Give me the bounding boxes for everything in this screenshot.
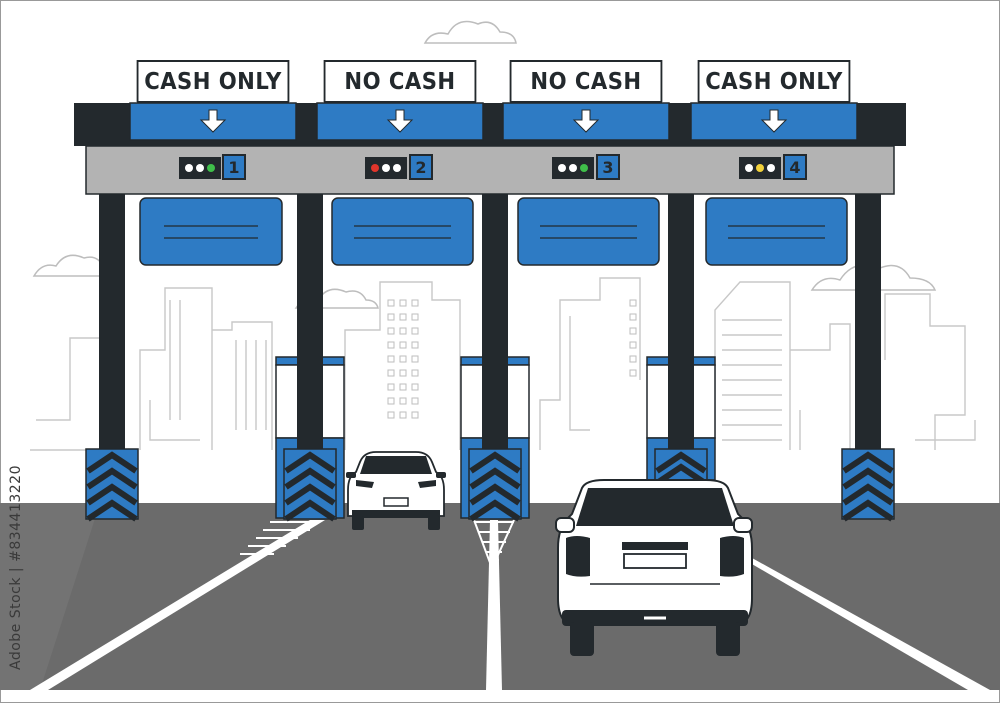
signal-lamp <box>580 164 588 172</box>
island-stripes-center <box>473 519 515 571</box>
building-windows <box>387 299 637 419</box>
island-stripes-left <box>240 521 320 555</box>
car-large <box>555 479 753 656</box>
signal-lamp <box>745 164 753 172</box>
down-arrow-icon <box>760 109 788 133</box>
signal-lamp <box>393 164 401 172</box>
signal-lamp <box>558 164 566 172</box>
down-arrow-icon <box>572 109 600 133</box>
down-arrow-icon <box>386 109 414 133</box>
lane-3-sign: NO CASH <box>509 60 663 103</box>
lane-4-number: 4 <box>783 154 807 180</box>
city-skyline <box>30 277 976 451</box>
overhead-panels <box>139 197 848 266</box>
lane-2-sign: NO CASH <box>323 60 477 103</box>
stock-watermark: Adobe Stock | #834413220 <box>8 465 24 670</box>
lane-3-number: 3 <box>596 154 620 180</box>
arrow-panels <box>129 102 858 141</box>
cloud-top <box>423 20 517 44</box>
signal-lamp <box>371 164 379 172</box>
traffic-lights <box>179 157 781 179</box>
lane-1-number: 1 <box>222 154 246 180</box>
lane-4-sign: CASH ONLY <box>697 60 851 103</box>
lane-2-number: 2 <box>409 154 433 180</box>
signal-lamp <box>756 164 764 172</box>
signal-lamp <box>382 164 390 172</box>
car-small <box>346 451 446 530</box>
lane-1-sign: CASH ONLY <box>136 60 290 103</box>
lane-markings <box>30 520 990 690</box>
signal-lamp <box>207 164 215 172</box>
pillar-bases <box>85 448 895 522</box>
signal-lamp <box>196 164 204 172</box>
signal-lamp <box>767 164 775 172</box>
gantry-pillars <box>99 190 881 452</box>
down-arrow-icon <box>199 109 227 133</box>
signal-lamp <box>569 164 577 172</box>
signal-lamp <box>185 164 193 172</box>
